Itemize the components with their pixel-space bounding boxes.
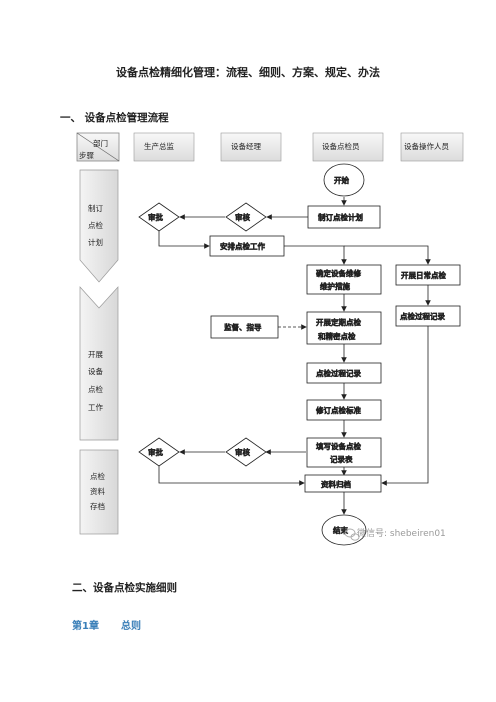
review-diamond-1: 审核	[225, 202, 267, 232]
approve-diamond-2: 审批	[138, 437, 180, 467]
header-dept-label: 部门	[93, 138, 108, 148]
phase-plan-line-1: 制订	[88, 203, 103, 213]
determine-maintenance-box: 确定设备维修 维护措施	[306, 264, 382, 295]
phase-archive-line-1: 点检	[90, 471, 105, 481]
header-row: 部门 步骤 生产总监 设备经理 设备点检员 设备操作人员	[76, 132, 464, 162]
make-plan-label: 制订点检计划	[318, 212, 363, 222]
chapter-heading: 第1章 总则	[72, 617, 141, 632]
review-diamond-2: 审核	[225, 437, 267, 467]
chapter-number: 第1章	[72, 621, 99, 632]
arrange-work-box: 安排点检工作	[209, 235, 285, 257]
operator-record-box: 点检过程记录	[395, 305, 461, 327]
daily-inspection-box: 开展日常点检	[395, 264, 461, 286]
daily-inspection-label: 开展日常点检	[401, 270, 446, 280]
approve-1-label: 审批	[148, 212, 163, 222]
fill-record-line-1: 填写设备点检	[316, 441, 361, 451]
process-record-box: 点检过程记录	[306, 362, 382, 384]
section-heading-process: 一、 设备点检管理流程	[60, 112, 169, 124]
chapter-title: 总则	[120, 621, 141, 632]
review-2-label: 审核	[235, 447, 250, 457]
phase-execute-line-1: 开展	[88, 350, 103, 359]
fill-record-line-2: 记录表	[330, 454, 353, 464]
phase-execute-line-4: 工作	[88, 402, 103, 412]
column-header-operator: 设备操作人员	[404, 141, 449, 151]
section-heading-details: 二、设备点检实施细则	[72, 582, 177, 594]
column-header-equipment-manager: 设备经理	[231, 141, 261, 151]
revise-standard-label: 修订点检标准	[316, 405, 361, 415]
watermark-text: 微信号: shebeiren01	[357, 529, 446, 539]
end-label: 结束	[333, 525, 348, 535]
periodic-line-1: 开展定期点检	[316, 317, 361, 327]
approve-diamond-1: 审批	[138, 202, 180, 232]
start-label: 开始	[334, 175, 349, 185]
phase-execute-line-3: 点检	[88, 384, 103, 394]
periodic-line-2: 和精密点检	[318, 331, 356, 341]
process-record-label: 点检过程记录	[316, 368, 361, 378]
header-step-label: 步骤	[79, 151, 94, 160]
column-header-production-director: 生产总监	[144, 141, 174, 151]
review-1-label: 审核	[235, 212, 250, 222]
archive-box: 资料归档	[304, 474, 382, 493]
end-node: 结束	[321, 514, 367, 546]
determine-line-1: 确定设备维修	[316, 268, 361, 278]
revise-standard-box: 修订点检标准	[306, 399, 382, 421]
phase-execute-line-2: 设备	[88, 366, 103, 376]
archive-label: 资料归档	[321, 479, 351, 489]
operator-record-label: 点检过程记录	[400, 311, 445, 321]
periodic-inspection-box: 开展定期点检 和精密点检	[306, 311, 382, 345]
supervise-guide-box: 监督、指导	[210, 315, 279, 339]
make-plan-box: 制订点检计划	[307, 205, 381, 229]
phase-execute: 开展 设备 点检 工作	[79, 286, 119, 441]
phase-archive: 点检 资料 存档	[79, 449, 119, 535]
phase-archive-line-3: 存档	[90, 501, 105, 511]
phase-plan-line-2: 点检	[88, 220, 103, 230]
fill-record-box: 填写设备点检 记录表	[306, 437, 382, 468]
approve-2-label: 审批	[148, 447, 163, 457]
column-header-inspector: 设备点检员	[322, 141, 360, 151]
arrange-work-label: 安排点检工作	[220, 241, 265, 251]
phase-plan-line-3: 计划	[88, 237, 103, 247]
phase-archive-line-2: 资料	[90, 486, 105, 496]
phase-plan: 制订 点检 计划	[79, 169, 119, 283]
document-title: 设备点检精细化管理：流程、细则、方案、规定、办法	[116, 66, 380, 79]
start-node: 开始	[323, 163, 365, 197]
wechat-icon	[344, 528, 360, 541]
supervise-guide-label: 监督、指导	[224, 322, 262, 332]
determine-line-2: 维护措施	[320, 281, 350, 291]
connectors	[158, 197, 431, 515]
